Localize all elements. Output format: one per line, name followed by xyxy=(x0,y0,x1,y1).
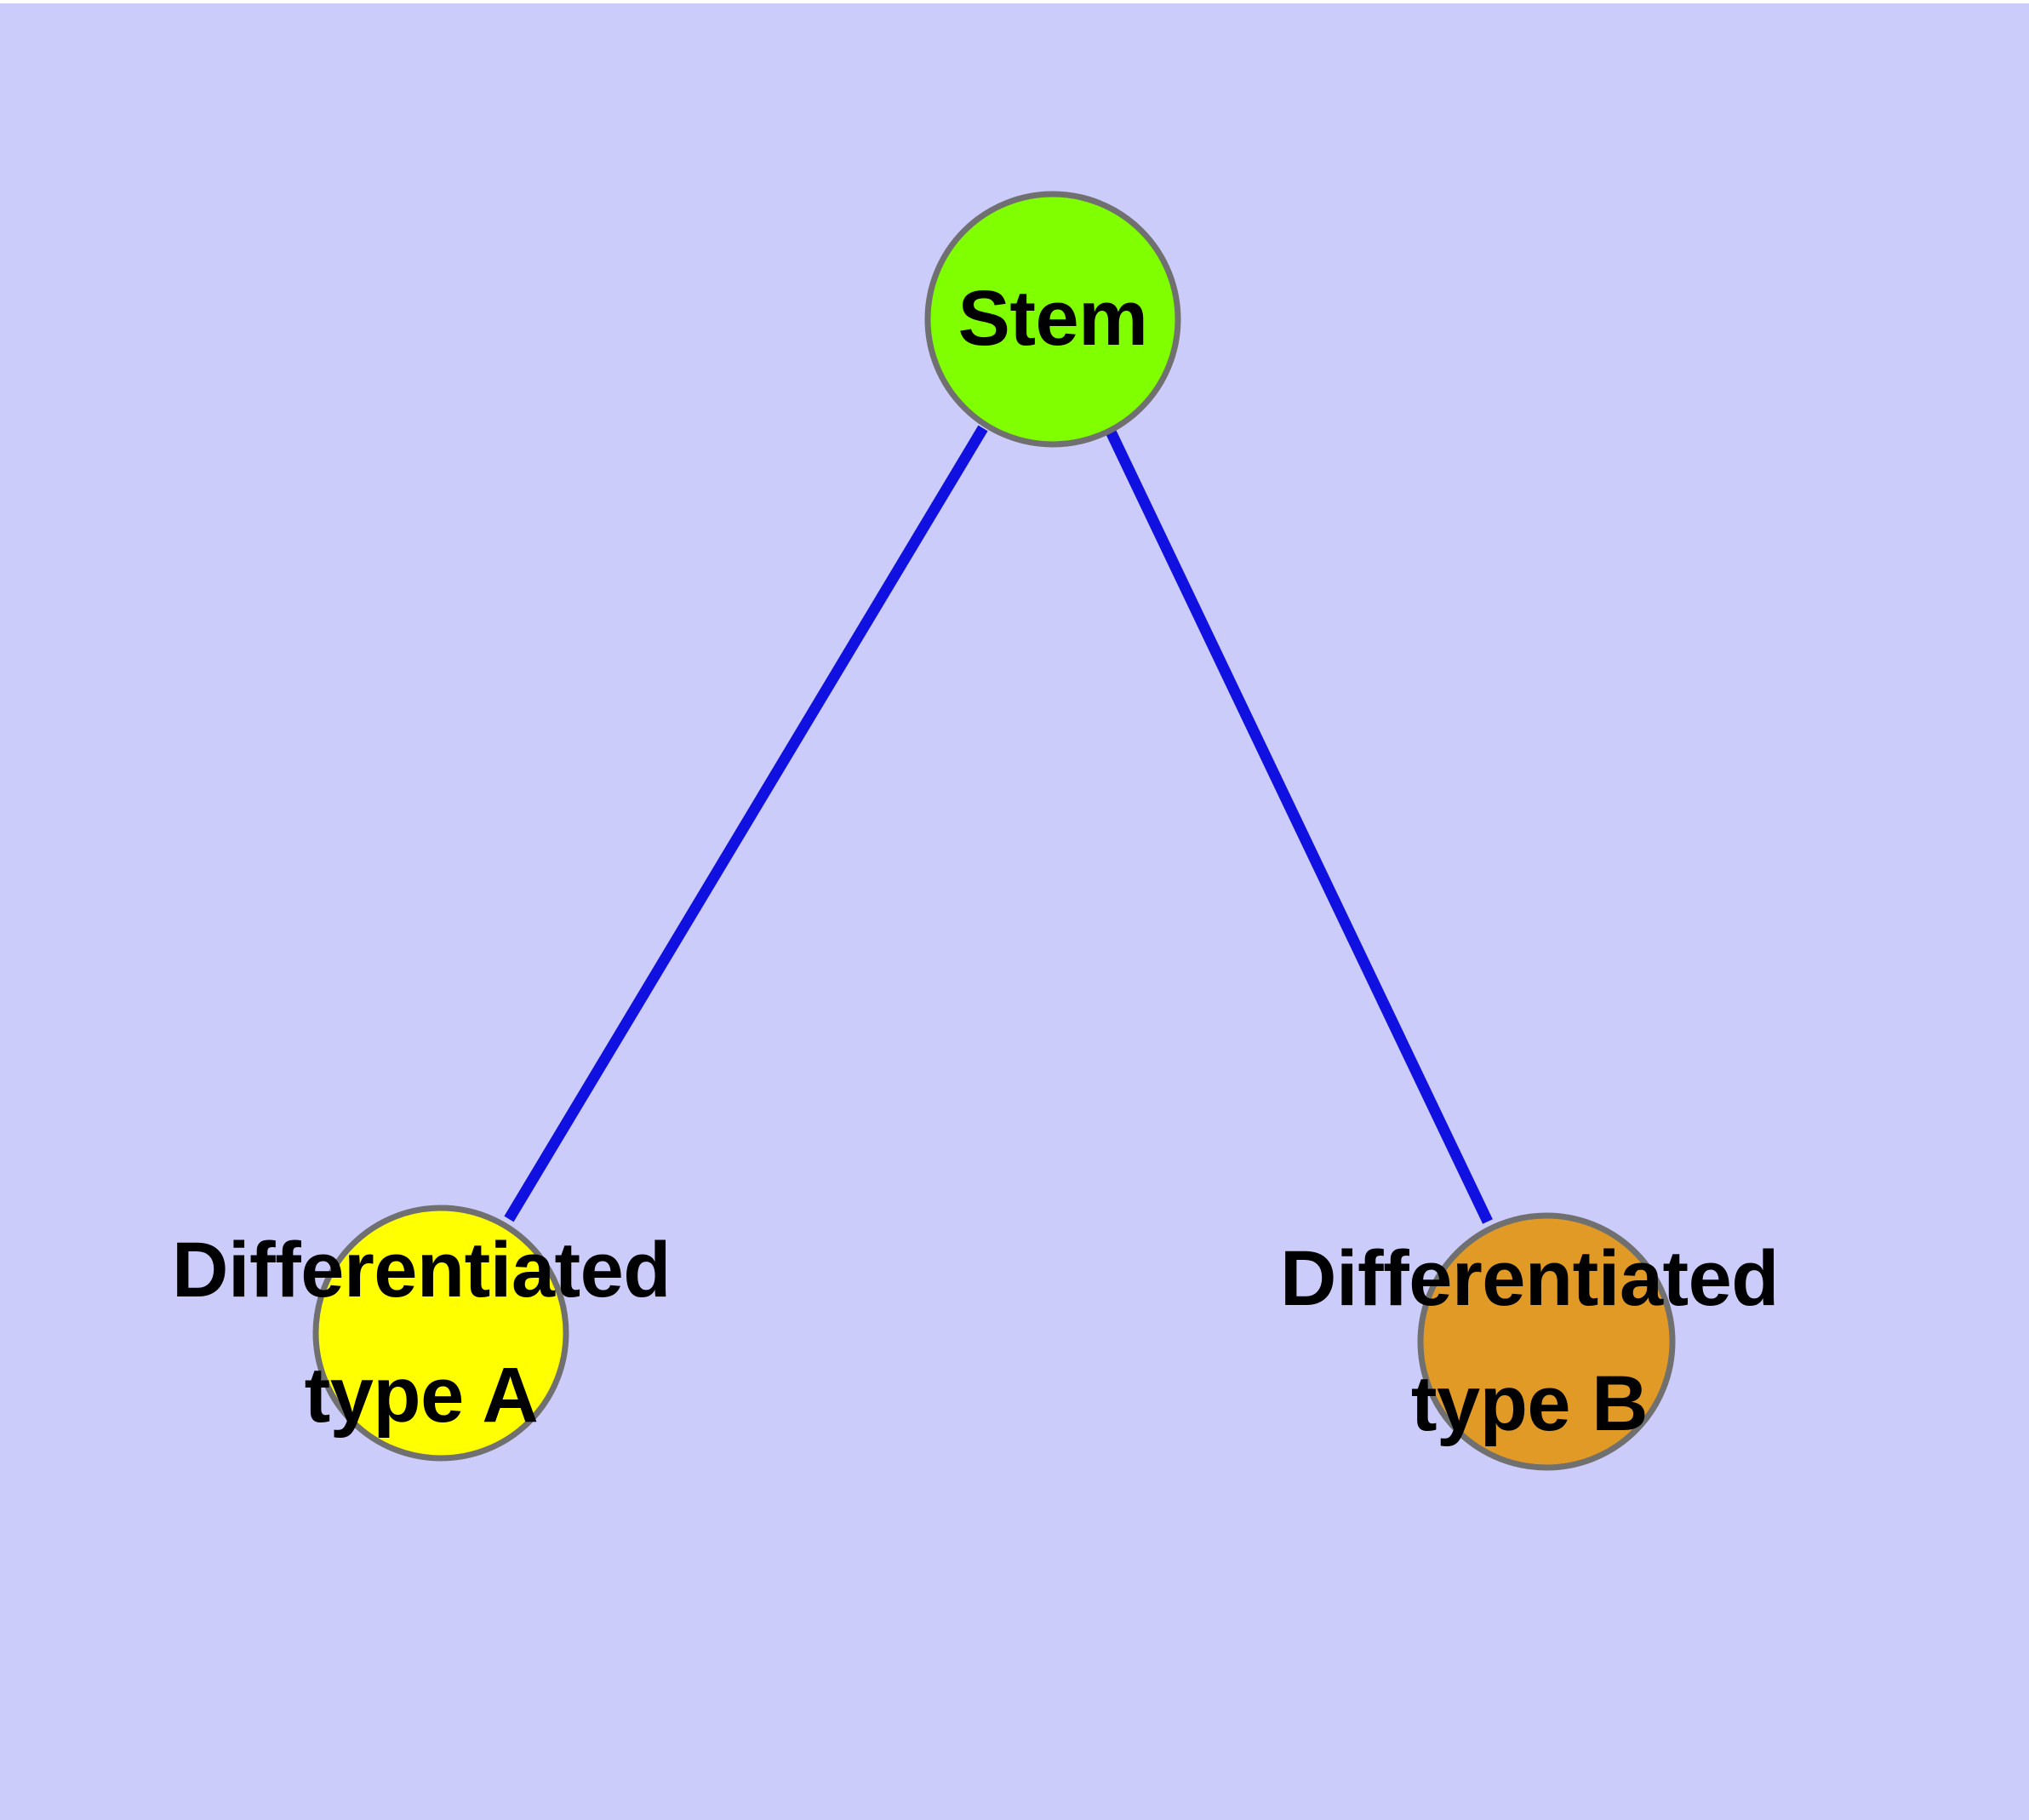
node-stem[interactable] xyxy=(924,191,1181,448)
node-differentiated-type-a[interactable] xyxy=(312,1205,569,1462)
node-differentiated-type-b[interactable] xyxy=(1417,1212,1676,1471)
edge-stem-to-differentiated-type-b xyxy=(1106,429,1493,1224)
edge-stem-to-differentiated-type-a xyxy=(504,425,988,1222)
